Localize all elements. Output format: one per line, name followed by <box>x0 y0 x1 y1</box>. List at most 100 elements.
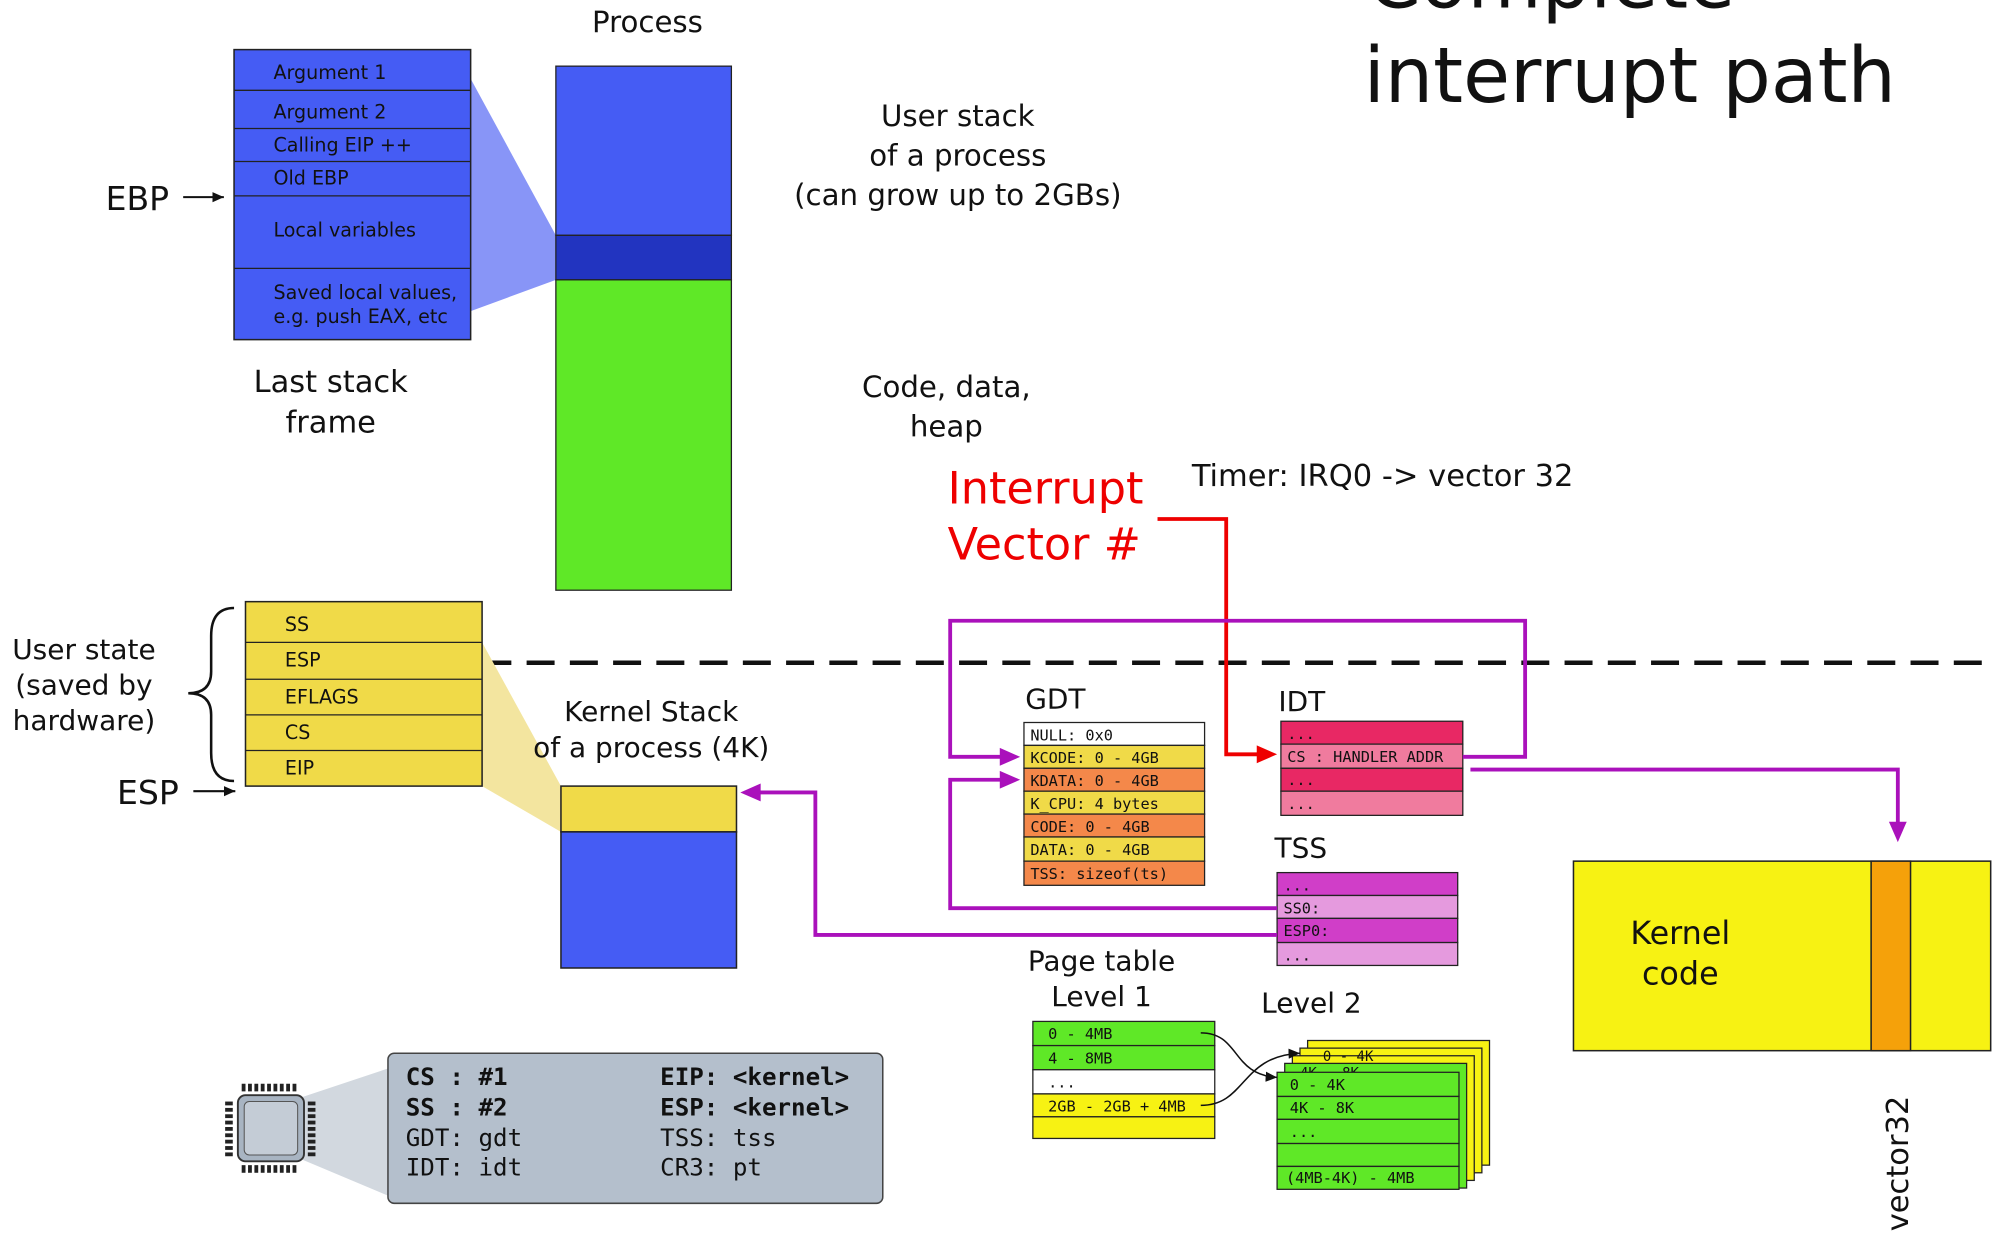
reg-cs: CS : #1 <box>406 1063 508 1091</box>
reg-esp: ESP: <kernel> <box>660 1094 849 1122</box>
user-state-stack: SS ESP EFLAGS CS EIP <box>244 600 483 787</box>
frame-row-calling-eip: Calling EIP ++ <box>273 134 411 156</box>
page-table-level2-stack: 0 - 4K 4K - 8K 0 - 4K 4K - 8K ... (4MB-4… <box>1276 1039 1491 1190</box>
tss-to-kernel-stack-arrowhead <box>740 783 761 802</box>
page-table-level2-title: Level 2 <box>1261 987 1362 1020</box>
kernel-code-label: Kernel code <box>1630 915 1730 993</box>
interrupt-vector-arrowhead <box>1256 745 1278 764</box>
idt-to-gdt-arrowhead <box>999 747 1021 766</box>
svg-text:heap: heap <box>910 409 983 443</box>
idt-to-gdt-arrow <box>948 618 1528 759</box>
pt-link-arrow-2 <box>1200 1048 1301 1107</box>
user-state-row-cs: CS <box>285 722 310 744</box>
user-state-brace <box>188 606 235 783</box>
user-stack-caption: User stack of a process (can grow up to … <box>794 99 1121 212</box>
user-stack-region <box>555 65 733 236</box>
user-state-row-eip: EIP <box>285 758 314 780</box>
idt-row-2: ... <box>1287 771 1315 789</box>
user-state-caption: User state (saved by hardware) <box>12 633 156 737</box>
idt-title: IDT <box>1278 685 1326 718</box>
pt1-row-1: 4 - 8MB <box>1048 1049 1112 1067</box>
svg-text:frame: frame <box>285 405 376 440</box>
svg-text:hardware): hardware) <box>13 704 156 737</box>
svg-text:(saved by: (saved by <box>15 669 152 702</box>
frame-row-argument-1: Argument 1 <box>273 62 386 84</box>
pt-link-arrow-1 <box>1200 1032 1278 1082</box>
svg-text:of a process (4K): of a process (4K) <box>533 731 769 764</box>
idt-to-handler-arrowhead <box>1888 821 1907 843</box>
frame-row-saved-values: Saved local values, <box>273 282 457 304</box>
last-stack-frame-caption: Last stack frame <box>254 365 409 441</box>
pt2-row-4: (4MB-4K) - 4MB <box>1286 1169 1415 1187</box>
reg-eip: EIP: <kernel> <box>660 1063 849 1091</box>
gdt-row-data: DATA: 0 - 4GB <box>1030 841 1149 859</box>
purple-flow-arrows <box>740 618 1907 937</box>
reg-idt: IDT: idt <box>406 1153 522 1181</box>
svg-text:of a process: of a process <box>869 138 1046 172</box>
gdt-title: GDT <box>1025 683 1086 716</box>
current-stack-frame-region <box>555 234 733 281</box>
svg-text:User stack: User stack <box>881 99 1035 133</box>
tss-row-ss0: SS0: <box>1283 899 1320 917</box>
svg-text:Page table: Page table <box>1028 945 1175 978</box>
tss-row-3: ... <box>1283 946 1311 964</box>
interrupt-vector-label: Interrupt Vector # <box>948 464 1144 571</box>
gdt-row-kcpu: K_CPU: 4 bytes <box>1030 795 1159 813</box>
tss-title: TSS <box>1274 831 1328 864</box>
idt-row-0: ... <box>1287 725 1315 743</box>
diagram-title: Complete interrupt path <box>1364 0 1896 120</box>
svg-text:Code, data,: Code, data, <box>862 370 1031 404</box>
gdt-row-null: NULL: 0x0 <box>1030 726 1113 744</box>
page-table-level1: 0 - 4MB 4 - 8MB ... 2GB - 2GB + 4MB <box>1032 1020 1216 1140</box>
last-stack-frame: Argument 1 Argument 2 Calling EIP ++ Old… <box>233 48 472 341</box>
cpu-zoom-wedge <box>300 1068 388 1196</box>
vector32-label: vector32 <box>1881 1096 1916 1232</box>
frame-row-argument-2: Argument 2 <box>273 101 386 123</box>
gdt-row-kdata: KDATA: 0 - 4GB <box>1030 772 1159 790</box>
pt1-row-0: 0 - 4MB <box>1048 1025 1112 1043</box>
tss-to-gdt-arrowhead <box>999 770 1021 789</box>
idt-to-handler-arrow <box>1470 767 1900 825</box>
svg-text:Kernel Stack: Kernel Stack <box>564 695 739 728</box>
pt1-row-3: 2GB - 2GB + 4MB <box>1048 1098 1186 1116</box>
svg-text:(can grow up to 2GBs): (can grow up to 2GBs) <box>794 178 1121 212</box>
frame-row-saved-values-2: e.g. push EAX, etc <box>273 306 447 328</box>
process-label: Process <box>592 5 703 39</box>
gdt-row-code: CODE: 0 - 4GB <box>1030 818 1149 836</box>
user-state-row-eflags: EFLAGS <box>285 686 359 708</box>
idt-table: ... CS : HANDLER ADDR ... ... <box>1280 720 1464 816</box>
gdt-table: NULL: 0x0 KCODE: 0 - 4GB KDATA: 0 - 4GB … <box>1023 721 1206 886</box>
pt1-row-2: ... <box>1048 1074 1076 1092</box>
title-line-2: interrupt path <box>1364 31 1896 120</box>
timer-note: Timer: IRQ0 -> vector 32 <box>1191 459 1574 494</box>
reg-ss: SS : #2 <box>406 1094 508 1122</box>
pt2-row-2: ... <box>1290 1123 1318 1141</box>
tss-to-kernel-stack-arrow <box>758 790 1278 937</box>
gdt-row-kcode: KCODE: 0 - 4GB <box>1030 749 1159 767</box>
stack-frame-zoom-wedge <box>469 76 556 312</box>
svg-text:Last stack: Last stack <box>254 365 409 400</box>
user-state-zoom-wedge <box>482 642 561 832</box>
tss-to-gdt-arrow <box>948 777 1278 911</box>
kernel-code-block <box>1572 860 1992 1052</box>
kernel-stack-saved-state <box>560 785 738 833</box>
svg-text:Level 1: Level 1 <box>1051 980 1152 1013</box>
svg-text:code: code <box>1642 956 1719 993</box>
page-table-title: Page table Level 1 <box>1028 945 1175 1014</box>
pt2-row-1: 4K - 8K <box>1290 1099 1355 1117</box>
cpu-chip-icon <box>225 1083 316 1173</box>
kernel-stack-free-region <box>560 831 738 969</box>
vector32-handler-slot <box>1870 860 1912 1052</box>
tss-table: ... SS0: ESP0: ... <box>1276 871 1459 967</box>
reg-tss: TSS: tss <box>660 1124 776 1152</box>
reg-cr3: CR3: pt <box>660 1153 762 1181</box>
svg-text:Kernel: Kernel <box>1630 915 1730 952</box>
reg-gdt: GDT: gdt <box>406 1124 522 1152</box>
interrupt-vector-arrow <box>1157 517 1260 757</box>
code-data-heap-caption: Code, data, heap <box>862 370 1031 443</box>
svg-text:User state: User state <box>12 633 156 666</box>
user-state-row-ss: SS <box>285 614 309 636</box>
tss-row-0: ... <box>1283 876 1311 894</box>
pt2-row-0: 0 - 4K <box>1290 1076 1346 1094</box>
